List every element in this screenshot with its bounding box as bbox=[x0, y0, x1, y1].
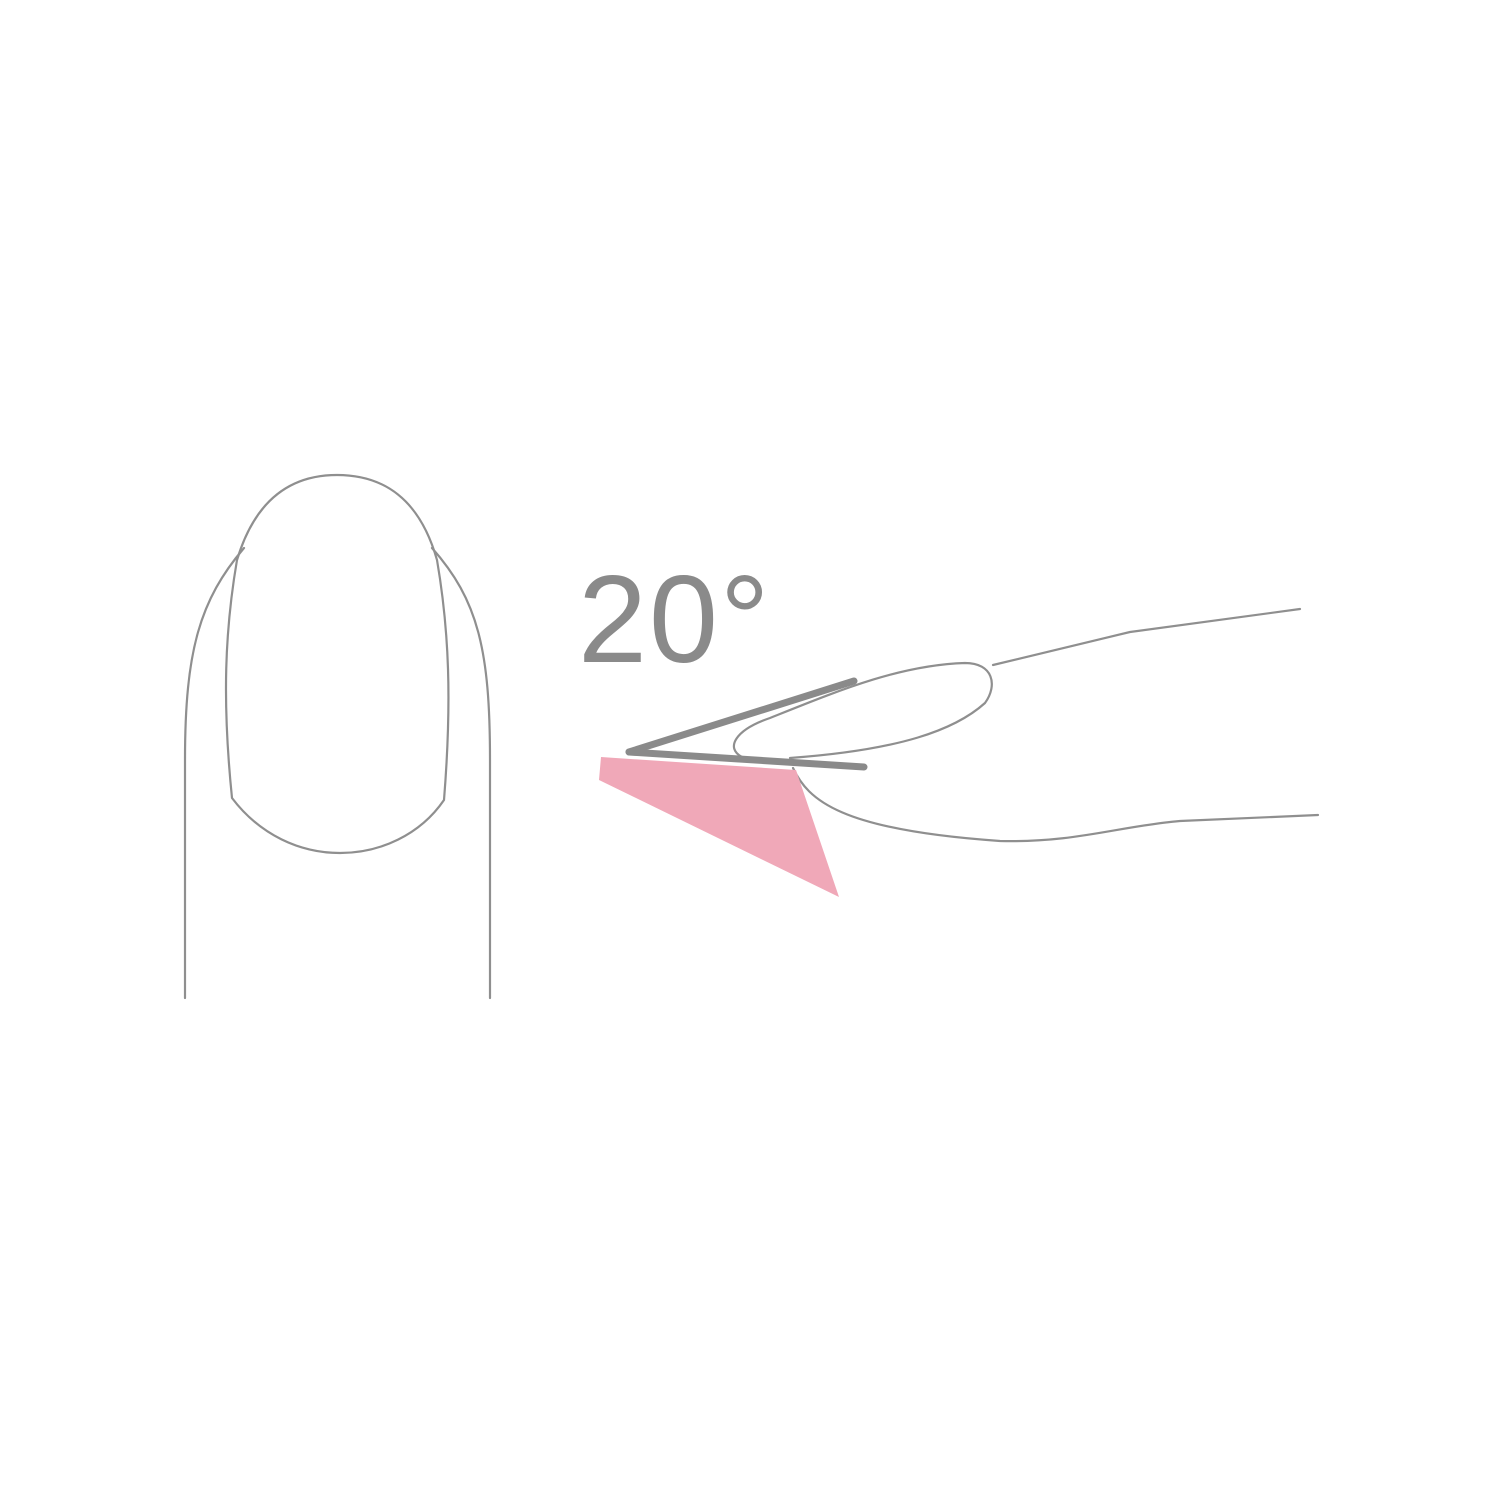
finger-front-view bbox=[183, 473, 492, 1000]
angle-label: 20° bbox=[578, 551, 772, 689]
nail-side-outline bbox=[732, 661, 993, 760]
finger-side-top-outline bbox=[991, 607, 1302, 667]
angle-lower-line bbox=[625, 748, 868, 771]
finger-side-bottom-outline bbox=[791, 766, 1320, 843]
angle-guide-lines bbox=[625, 677, 868, 771]
nail-front-outline bbox=[224, 473, 450, 855]
finger-side-view bbox=[732, 607, 1320, 843]
angle-upper-line bbox=[625, 677, 858, 756]
filing-angle-wedge bbox=[599, 757, 839, 897]
finger-front-outline bbox=[183, 546, 492, 1000]
